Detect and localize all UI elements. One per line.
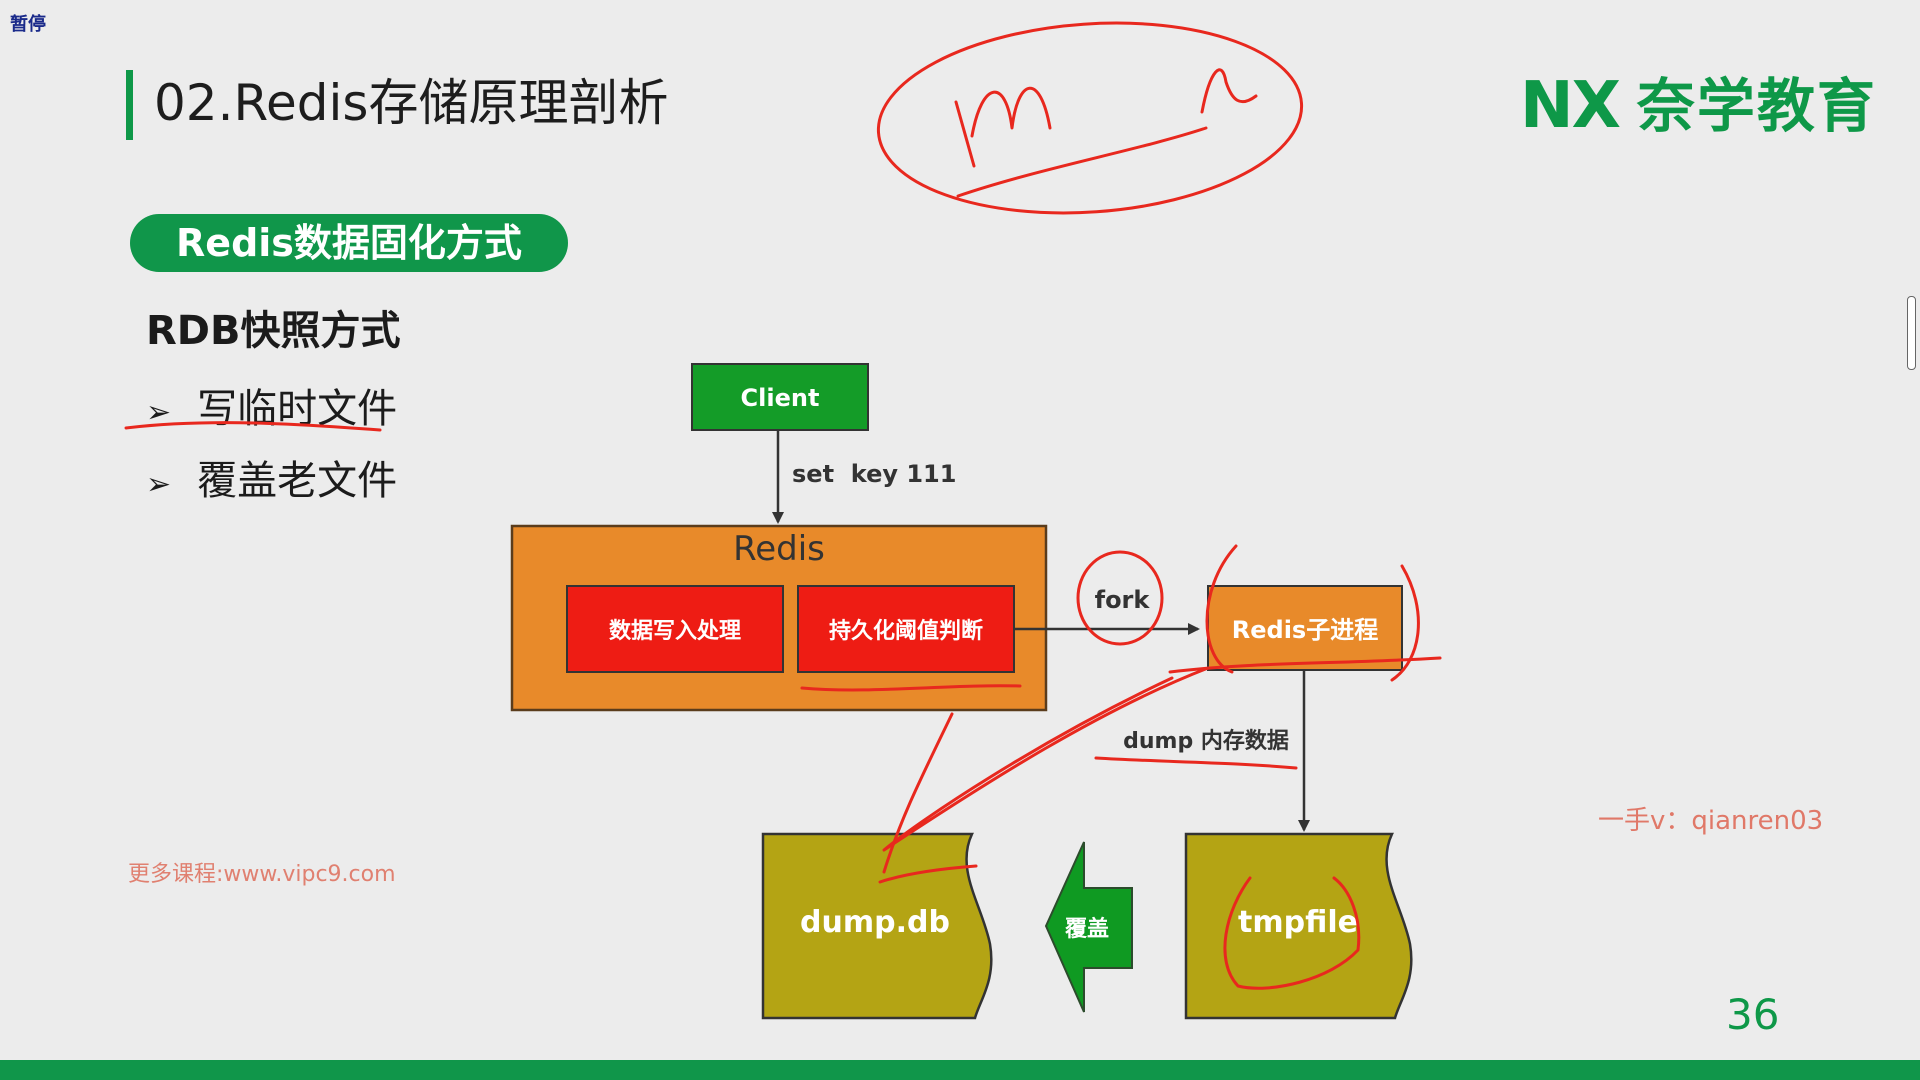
subheading: RDB快照方式 — [146, 308, 401, 354]
annotation-child-bracket-left — [1205, 544, 1238, 674]
annotation-fork-circle — [1076, 550, 1164, 646]
annotation-n-stroke — [1200, 68, 1258, 114]
annotation-pointer-stroke — [878, 864, 978, 884]
redis-label: Redis — [733, 529, 825, 569]
annotation-tmpfile-circle — [1223, 876, 1361, 990]
redis-child-process-label: Redis子进程 — [1232, 616, 1378, 644]
annotation-m-stroke — [954, 86, 1052, 168]
tmpfile-label: tmpfile — [1238, 905, 1358, 940]
bottom-accent-bar — [0, 1060, 1920, 1080]
bullet-text: 覆盖老文件 — [197, 458, 398, 504]
annotation-bullet-underline — [124, 421, 382, 432]
annotation-child-bracket-right — [1390, 564, 1420, 682]
fork-label: fork — [1095, 586, 1151, 614]
annotation-pointer-stroke — [882, 666, 1210, 852]
annotation-ellipse — [876, 21, 1304, 215]
dump-db-file — [761, 832, 993, 1020]
watermark-left: 更多课程:www.vipc9.com — [128, 862, 396, 887]
client-label: Client — [741, 384, 820, 412]
annotation-pointer-stroke — [882, 712, 954, 874]
scroll-handle[interactable] — [1907, 296, 1916, 370]
dump-db-label: dump.db — [800, 905, 950, 940]
persist-threshold-label: 持久化阈值判断 — [829, 618, 983, 644]
handwritten-annotations — [124, 21, 1442, 990]
page-number: 36 — [1726, 990, 1780, 1039]
watermark-right: 一手v：qianren03 — [1598, 806, 1824, 836]
logo-name: 奈学教育 — [1636, 72, 1877, 140]
write-processing-box — [566, 585, 784, 673]
title-accent-bar — [126, 70, 133, 140]
page-title: 02.Redis存储原理剖析 — [154, 74, 669, 132]
dump-memory-label: dump 内存数据 — [1123, 728, 1289, 754]
overwrite-label: 覆盖 — [1064, 916, 1109, 942]
bullet-arrow-icon: ➢ — [146, 467, 172, 502]
annotation-threshold-underline — [800, 684, 1022, 692]
annotation-underline-stroke — [956, 126, 1208, 198]
brand-logo: NX 奈学教育 — [1520, 69, 1877, 143]
write-processing-label: 数据写入处理 — [609, 618, 741, 644]
section-pill: Redis数据固化方式 — [130, 214, 568, 272]
bullet-item: ➢ 覆盖老文件 — [146, 448, 397, 506]
annotation-child-underline — [1168, 656, 1442, 674]
set-command-label: set key 111 — [792, 460, 956, 488]
client-box — [691, 363, 869, 431]
left-block-arrow-icon — [1044, 841, 1133, 1013]
pause-label: 暂停 — [10, 14, 46, 35]
tmpfile-file — [1184, 832, 1413, 1020]
redis-child-process-box — [1207, 585, 1403, 671]
logo-mark: NX — [1520, 69, 1621, 143]
annotation-dump-underline — [1094, 756, 1298, 770]
